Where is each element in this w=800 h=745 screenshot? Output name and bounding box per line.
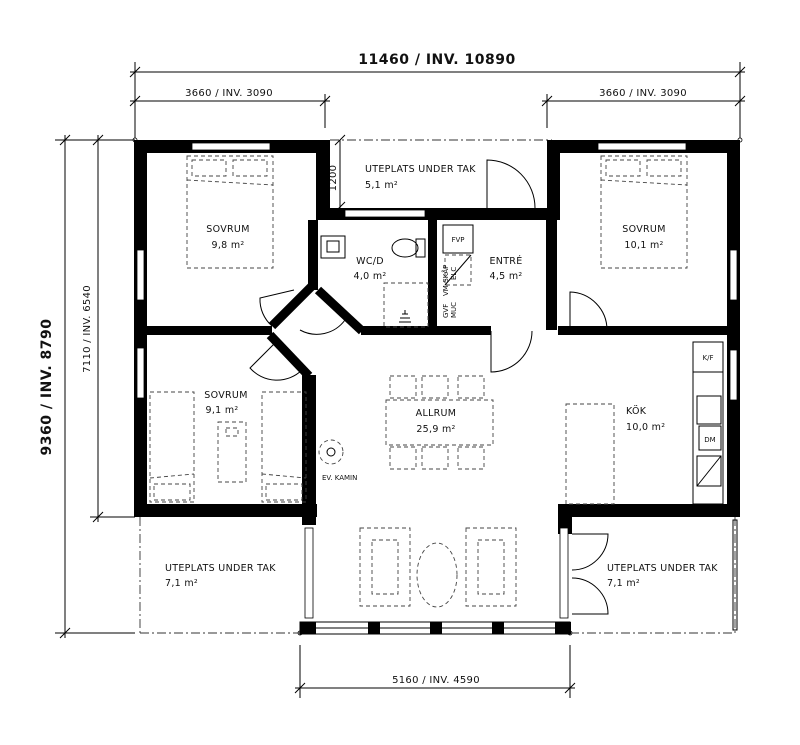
stove-icon (318, 439, 344, 465)
label-muc: MUC (450, 302, 458, 318)
label-kf: K/F (703, 354, 714, 362)
beds-sw (149, 391, 307, 503)
entre-fixtures (442, 224, 474, 286)
label-gvf: GVF (442, 304, 450, 318)
room-area-sovrum-sw: 9,1 m² (206, 405, 239, 416)
dim-total-depth: 9360 / INV. 8790 (39, 319, 55, 456)
room-name-uteplats-top: UTEPLATS UNDER TAK (365, 164, 476, 175)
room-name-wc: WC/D (356, 256, 384, 267)
room-name-entre: ENTRÉ (489, 255, 522, 267)
wc-fixtures (320, 235, 429, 328)
label-elc: ELC (450, 267, 458, 280)
room-area-kok: 10,0 m² (626, 422, 665, 433)
room-labels: UTEPLATS UNDER TAK 5,1 m² SOVRUM 9,8 m² … (165, 164, 718, 589)
dimension-lines (55, 62, 746, 698)
label-fvp: FVP (451, 236, 464, 244)
room-area-entre: 4,5 m² (490, 271, 523, 282)
doors (249, 159, 609, 615)
room-name-sovrum-sw: SOVRUM (204, 390, 247, 401)
dim-total-width: 11460 / INV. 10890 (358, 52, 515, 68)
terrace-outlines (139, 139, 736, 634)
porch-posts (732, 519, 738, 631)
room-area-uteplats-sw: 7,1 m² (165, 578, 198, 589)
room-area-allrum: 25,9 m² (416, 424, 455, 435)
room-name-kok: KÖK (626, 406, 647, 417)
dining-table (385, 375, 494, 470)
label-ev-kamin: EV. KAMIN (322, 474, 357, 482)
dim-right-wing-width: 3660 / INV. 3090 (599, 88, 687, 99)
windows (136, 142, 738, 619)
walls (134, 140, 740, 534)
room-name-sovrum-nw: SOVRUM (206, 224, 249, 235)
kitchen-fixtures (565, 341, 724, 505)
fixture-labels: FVP K/F DM EV. KAMIN GVF MUC VM-SKÅP ELC (322, 236, 716, 482)
bed-ne (600, 155, 688, 269)
label-dm: DM (704, 436, 715, 444)
room-area-uteplats-top: 5,1 m² (365, 180, 398, 191)
room-name-sovrum-ne: SOVRUM (622, 224, 665, 235)
room-area-sovrum-ne: 10,1 m² (624, 240, 663, 251)
dim-center-width: 5160 / INV. 4590 (392, 675, 480, 686)
dim-porch-depth: 1200 (328, 165, 339, 192)
room-area-wc: 4,0 m² (354, 271, 387, 282)
room-name-allrum: ALLRUM (416, 408, 457, 419)
label-vm-skap: VM-SKÅP (441, 265, 450, 296)
room-name-uteplats-se: UTEPLATS UNDER TAK (607, 563, 718, 574)
room-area-uteplats-se: 7,1 m² (607, 578, 640, 589)
shower-drain-icon (399, 310, 411, 323)
lounge-furniture (359, 527, 517, 608)
room-name-uteplats-sw: UTEPLATS UNDER TAK (165, 563, 276, 574)
room-area-sovrum-nw: 9,8 m² (212, 240, 245, 251)
south-glazed-wall (299, 621, 571, 635)
dim-wing-depth: 7110 / INV. 6540 (82, 285, 93, 373)
bed-nw (186, 155, 274, 269)
dim-left-wing-width: 3660 / INV. 3090 (185, 88, 273, 99)
angled-walls (266, 282, 366, 380)
